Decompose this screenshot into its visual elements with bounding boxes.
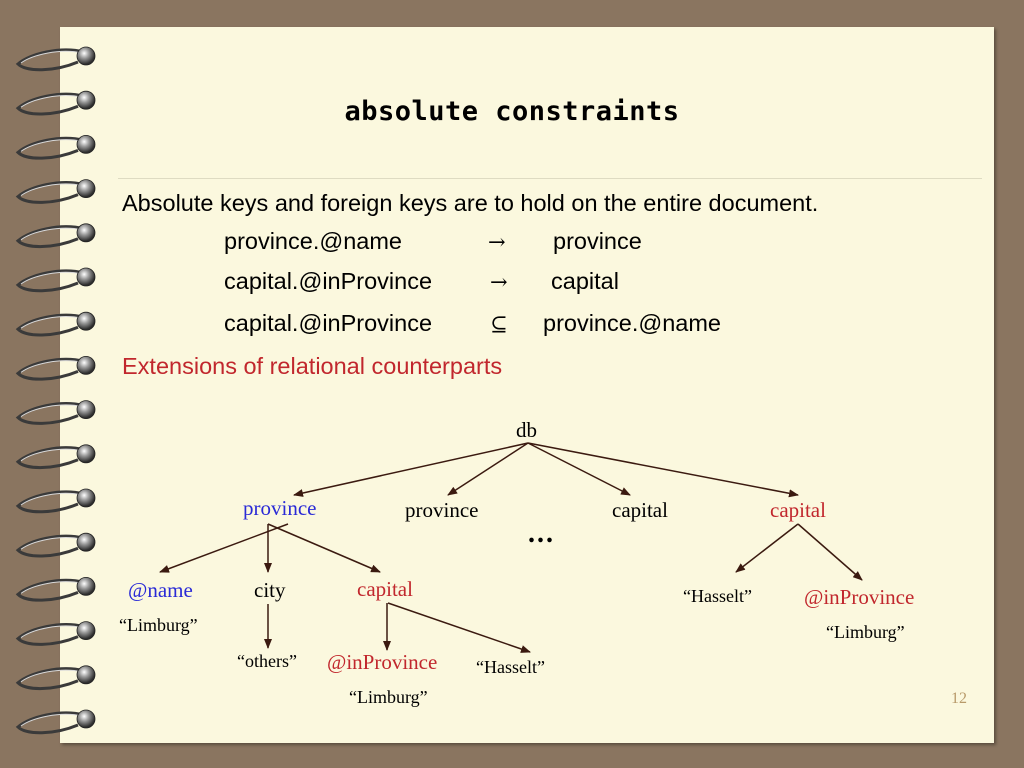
spiral-ring — [76, 709, 96, 729]
spiral-ring — [76, 665, 96, 685]
spiral-coil-highlight — [20, 95, 83, 108]
constraint-1-rhs: province — [553, 228, 642, 254]
spiral-coil-highlight — [20, 360, 83, 373]
spiral-coil-highlight — [20, 227, 83, 241]
spiral-coil-wire — [15, 92, 85, 116]
tree-node-city: city — [254, 578, 286, 602]
spiral-coil-highlight — [20, 183, 83, 197]
edge-capital-hasselt — [387, 602, 531, 653]
tree-node-attr-inprovince-2: @inProvince — [804, 585, 915, 609]
spiral-ring — [76, 90, 96, 110]
edge-province-capital — [267, 523, 381, 573]
spiral-coil-highlight — [20, 271, 83, 285]
tree-value-others: “others” — [237, 651, 297, 671]
spiral-ring — [76, 46, 96, 66]
spiral-coil-highlight — [20, 492, 83, 506]
constraint-1-arrow-icon: → — [488, 230, 506, 254]
spiral-coil-wire — [15, 181, 85, 204]
spiral-ring — [76, 532, 96, 552]
edge-capital2-inprovince — [797, 523, 863, 581]
spiral-coil-highlight — [20, 448, 83, 462]
tree-ellipsis: ... — [528, 518, 555, 549]
spiral-ring — [76, 223, 96, 243]
spiral-coil-wire — [15, 446, 85, 470]
edge-db-province-2 — [447, 442, 529, 496]
spiral-ring — [76, 621, 96, 640]
spiral-coil-highlight — [20, 713, 83, 727]
tree-node-province-2: province — [405, 498, 479, 522]
intro-text: Absolute keys and foreign keys are to ho… — [122, 190, 819, 216]
edge-capital2-hasselt — [735, 523, 799, 573]
constraint-2-rhs: capital — [551, 268, 619, 294]
tree-value-inprovince-limburg-1: “Limburg” — [349, 687, 428, 707]
tree-value-hasselt-1: “Hasselt” — [476, 657, 545, 677]
spiral-coil-wire — [15, 667, 85, 691]
spiral-coil-highlight — [20, 625, 83, 639]
tree-node-capital-1: capital — [612, 498, 668, 522]
spiral-ring — [76, 134, 96, 154]
spiral-coil-wire — [15, 136, 85, 160]
spiral-ring — [76, 444, 96, 464]
tree-value-inprovince-limburg-2: “Limburg” — [826, 622, 905, 642]
spiral-ring — [76, 577, 96, 596]
spiral-ring — [76, 400, 96, 420]
spiral-ring — [76, 488, 96, 508]
tree-value-hasselt-2: “Hasselt” — [683, 586, 752, 606]
spiral-coil-wire — [15, 578, 85, 602]
spiral-coil-wire — [15, 225, 85, 249]
edge-db-province-1 — [293, 442, 529, 497]
spiral-coil-wire — [15, 313, 85, 337]
spiral-coil-highlight — [20, 139, 83, 152]
spiral-coil-wire — [15, 534, 85, 558]
spiral-coil-wire — [15, 623, 85, 646]
spiral-binding-icon — [15, 46, 96, 735]
constraint-3-subset-icon: ⊆ — [490, 312, 508, 336]
page-number: 12 — [951, 690, 967, 707]
slide-title: absolute constraints — [344, 96, 680, 127]
spiral-coil-wire — [15, 490, 85, 514]
spiral-coil-highlight — [20, 581, 83, 594]
spiral-coil-highlight — [20, 50, 83, 64]
spiral-coil-wire — [15, 402, 85, 425]
tree-node-attr-inprovince-1: @inProvince — [327, 650, 438, 674]
edge-db-capital-2 — [527, 442, 799, 498]
spiral-coil-wire — [15, 269, 85, 293]
tree-node-attr-name: @name — [128, 578, 193, 602]
tree-node-capital-child: capital — [357, 577, 413, 601]
tree-node-db: db — [516, 418, 537, 442]
spiral-coil-wire — [15, 357, 85, 381]
spiral-ring — [76, 267, 96, 287]
tree-node-province-1: province — [243, 496, 317, 520]
spiral-coil-wire — [15, 711, 85, 735]
spiral-ring — [76, 311, 96, 331]
spiral-ring — [76, 179, 96, 199]
spiral-coil-highlight — [20, 669, 83, 683]
spiral-coil-wire — [15, 48, 85, 72]
constraint-1-lhs: province.@name — [224, 228, 402, 254]
title-divider — [118, 178, 982, 179]
spiral-coil-highlight — [20, 316, 83, 329]
constraint-3-lhs: capital.@inProvince — [224, 310, 433, 336]
tree-node-capital-2: capital — [770, 498, 826, 522]
spiral-ring — [76, 355, 96, 375]
constraint-3-rhs: province.@name — [543, 310, 721, 336]
extensions-note: Extensions of relational counterparts — [122, 353, 503, 379]
slide-paper — [60, 27, 994, 743]
spiral-coil-highlight — [20, 404, 83, 418]
spiral-coil-highlight — [20, 537, 83, 550]
edge-province-name — [159, 523, 289, 573]
edge-db-capital-1 — [527, 442, 631, 496]
constraint-2-lhs: capital.@inProvince — [224, 268, 433, 294]
constraint-2-arrow-icon: → — [490, 270, 508, 294]
tree-value-name-limburg: “Limburg” — [119, 615, 198, 635]
